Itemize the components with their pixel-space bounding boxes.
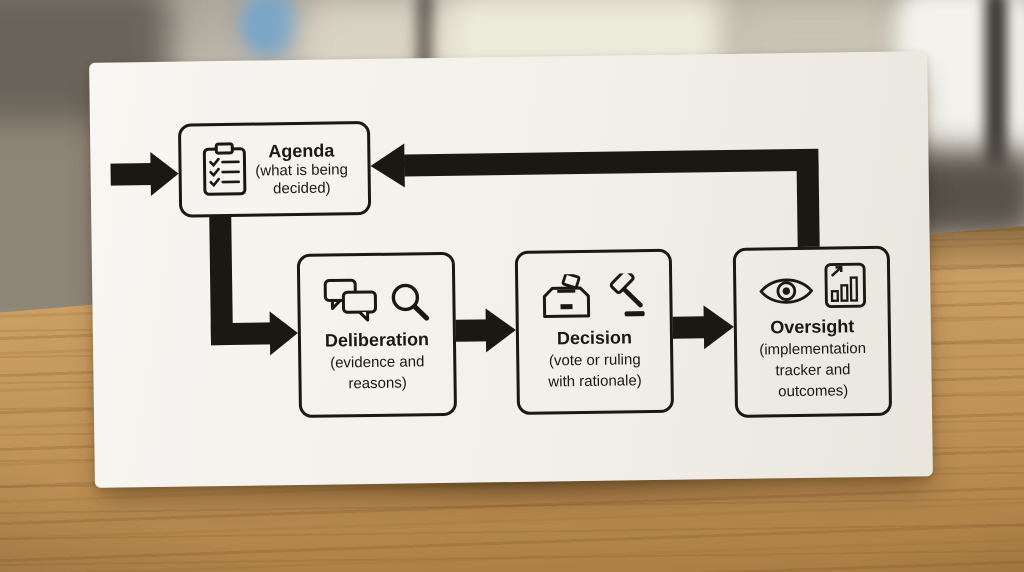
node-decision: Decision (vote or ruling with rationale) — [514, 248, 675, 415]
entry-arrow-shaft — [110, 162, 155, 186]
oversight-subtitle-line3: outcomes) — [778, 382, 849, 401]
arrow-decision-to-oversight-shaft — [672, 316, 705, 339]
arrow-deliberation-to-decision-head — [485, 307, 517, 353]
decision-subtitle-line1: (vote or ruling — [548, 350, 641, 369]
oversight-icons — [757, 262, 866, 310]
deliberation-subtitle-line2: reasons) — [348, 373, 407, 392]
flowchart-card: Agenda (what is being decided) Delibera — [89, 51, 933, 488]
agenda-title: Agenda — [268, 140, 335, 162]
eye-icon — [758, 278, 813, 304]
node-agenda: Agenda (what is being decided) — [177, 120, 372, 218]
background-window-frame — [985, 0, 1007, 170]
agenda-subtitle-line1: (what is being — [255, 161, 348, 180]
ballot-box-icon — [542, 273, 590, 318]
clipboard-checklist-icon — [202, 142, 247, 196]
deliberation-subtitle-line1: (evidence and — [330, 352, 425, 372]
background-blue-poster — [240, 0, 298, 56]
entry-arrow-head — [150, 151, 179, 197]
decision-title: Decision — [556, 326, 633, 348]
oversight-subtitle-line1: (implementation — [759, 340, 867, 359]
deliberation-title: Deliberation — [324, 328, 430, 351]
gavel-icon — [609, 272, 645, 316]
agenda-subtitle-line2: decided) — [272, 179, 331, 198]
arrow-decision-to-oversight-head — [703, 304, 735, 350]
bar-chart-icon — [824, 262, 866, 308]
feedback-arrow-horizontal — [404, 148, 819, 177]
oversight-subtitle-line2: tracker and — [775, 361, 851, 380]
feedback-arrow-head — [370, 143, 405, 188]
feedback-arrow-vertical — [796, 159, 820, 247]
node-deliberation: Deliberation (evidence and reasons) — [296, 251, 458, 418]
agenda-text: Agenda (what is being decided) — [255, 139, 348, 198]
arrow-deliberation-to-decision-shaft — [455, 319, 489, 342]
arrow-agenda-to-deliberation-head — [269, 310, 299, 356]
decision-icons — [540, 272, 649, 321]
arrow-agenda-to-deliberation-horizontal — [210, 322, 274, 346]
oversight-title: Oversight — [770, 316, 855, 338]
decision-subtitle-line2: with rationale) — [548, 371, 642, 390]
node-oversight: Oversight (implementation tracker and ou… — [732, 245, 893, 418]
magnifier-icon — [391, 283, 430, 321]
speech-bubbles-icon — [323, 278, 378, 322]
deliberation-icons — [323, 277, 430, 322]
